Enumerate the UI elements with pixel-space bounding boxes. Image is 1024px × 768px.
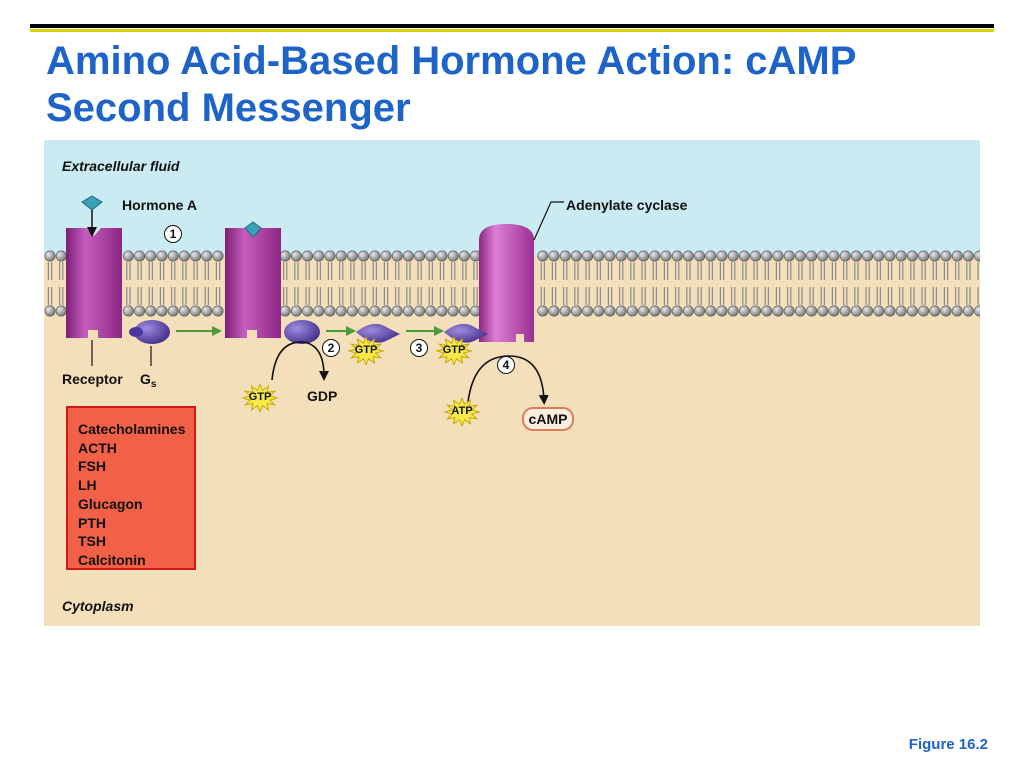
atp-star — [443, 397, 481, 427]
top-rule-accent — [30, 29, 994, 32]
hormone-item: FSH — [78, 458, 106, 475]
gs-alpha-at-cyclase — [444, 323, 488, 343]
gtp-star-step2 — [347, 336, 385, 366]
cytoplasm-label: Cytoplasm — [62, 598, 134, 614]
figure-caption: Figure 16.2 — [908, 736, 988, 753]
gtp-star-left — [241, 383, 279, 413]
gs-protein-active — [284, 320, 320, 344]
gdp-label: GDP — [307, 388, 338, 404]
gtp-star-step3 — [435, 336, 473, 366]
hormone-item: Glucagon — [78, 495, 143, 512]
atp-label: ATP — [451, 405, 473, 417]
membrane-diagram — [44, 140, 980, 626]
hormone-item: PTH — [78, 514, 106, 531]
lipid-bilayer — [44, 250, 980, 317]
gs-protein — [134, 320, 170, 344]
slide-title: Amino Acid-Based Hormone Action: cAMP Se… — [46, 39, 856, 130]
hormone-item: ACTH — [78, 439, 117, 456]
gtp-star-shape — [241, 383, 279, 413]
adenylate-cyclase-label: Adenylate cyclase — [566, 197, 688, 213]
hormone-bound-icon — [244, 221, 262, 238]
adenylate-cyclase-protein — [479, 224, 534, 342]
hormone-a-icon — [81, 195, 103, 211]
gtp-step3-label: GTP — [442, 344, 466, 356]
step-2-marker: 2 — [322, 339, 340, 357]
hormone-item: LH — [78, 477, 97, 494]
gs-label: Gs — [140, 371, 157, 390]
step-1-marker: 1 — [164, 225, 182, 243]
hormone-a-label: Hormone A — [122, 197, 197, 213]
extracellular-fluid-label: Extracellular fluid — [62, 158, 180, 174]
hormone-item: Calcitonin — [78, 551, 146, 568]
receptor-label: Receptor — [62, 371, 123, 387]
gtp-step2-label: GTP — [354, 344, 378, 356]
hormone-item: TSH — [78, 533, 106, 550]
hormone-list-box: Catecholamines ACTH FSH LH Glucagon PTH … — [66, 406, 196, 570]
step-4-marker: 4 — [497, 356, 515, 374]
top-rule — [30, 24, 994, 28]
step-3-marker: 3 — [410, 339, 428, 357]
diagram-panel: Extracellular fluid Cytoplasm Hormone A … — [44, 140, 980, 626]
receptor-protein-bound — [225, 228, 281, 338]
gtp-left-label: GTP — [248, 391, 272, 403]
receptor-protein — [66, 228, 122, 338]
hormone-item: Catecholamines — [78, 421, 186, 437]
camp-label: cAMP — [522, 407, 574, 431]
gs-alpha-subunit — [356, 323, 400, 343]
